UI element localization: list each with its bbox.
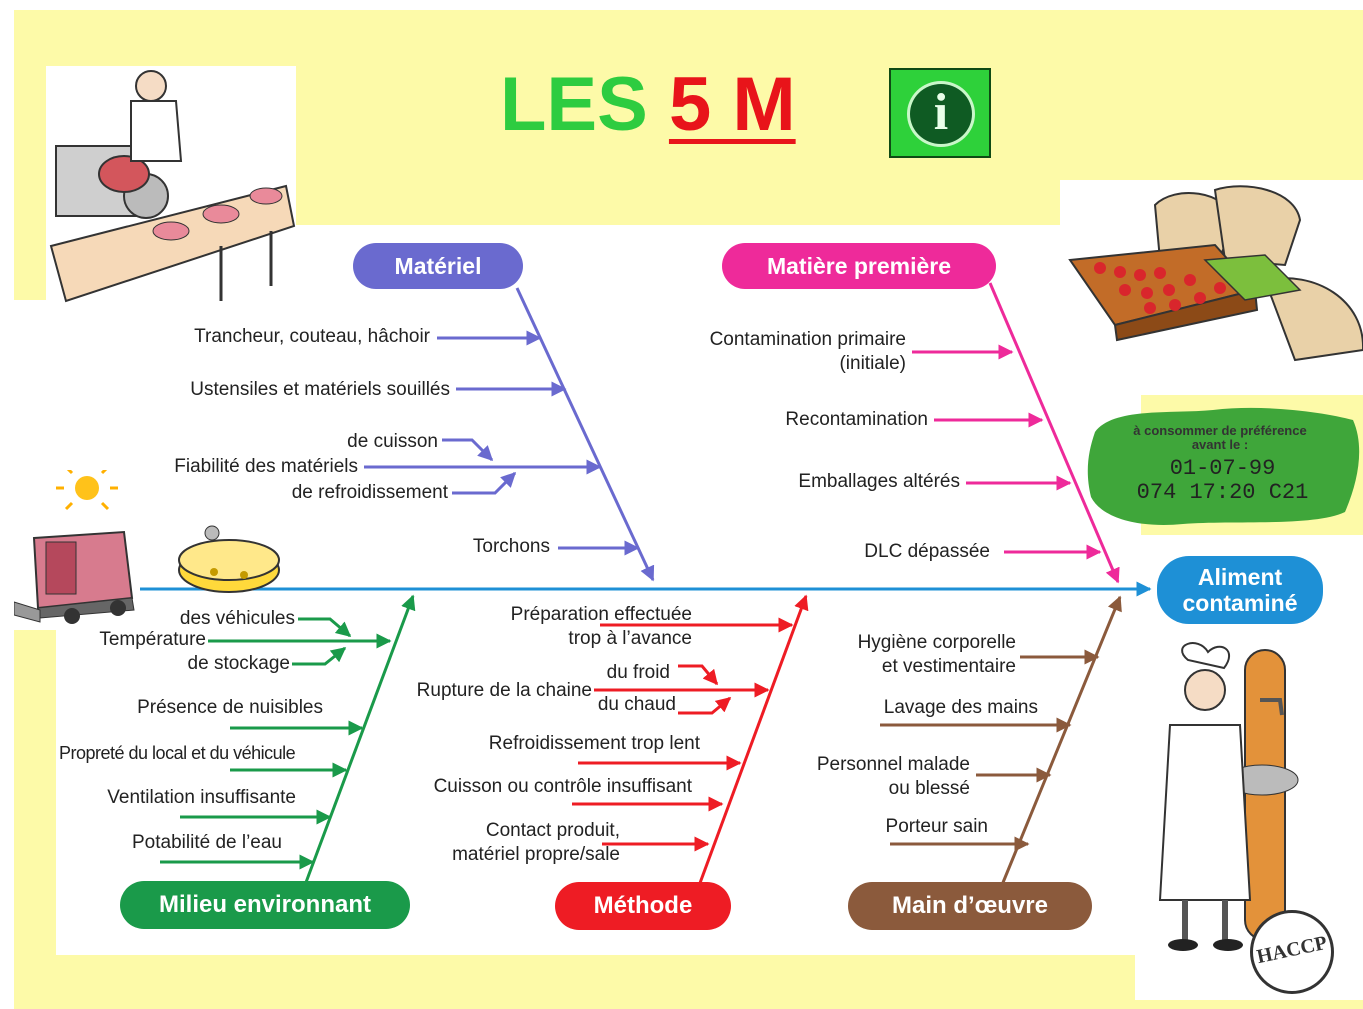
cause-cuisson-insuffisant: Cuisson ou contrôle insuffisant — [433, 776, 692, 797]
tag-line-3: 01-07-99 — [1169, 456, 1276, 481]
cause-contact-2: matériel propre/sale — [452, 844, 620, 865]
effect-aliment-contamine: Aliment contaminé — [1157, 556, 1323, 624]
cause-contamination-primaire: Contamination primaire — [709, 329, 906, 350]
cause-de-cuisson: de cuisson — [347, 431, 438, 452]
cause-dlc-depassee: DLC dépassée — [864, 541, 990, 562]
cause-lavage-mains: Lavage des mains — [883, 697, 1038, 718]
tag-line-1: à consommer de préférence — [1133, 423, 1307, 438]
haccp-stamp-icon: HACCP — [1250, 910, 1334, 994]
cause-contamination-initiale: (initiale) — [839, 353, 906, 374]
branch-main — [880, 595, 1122, 886]
cause-de-refroidissement: de refroidissement — [291, 482, 448, 503]
cause-preparation-1: Préparation effectuée — [510, 604, 692, 625]
truck-sun-cheese-illustration — [14, 470, 280, 624]
category-milieu-environnant: Milieu environnant — [120, 881, 410, 929]
cause-preparation-2: trop à l’avance — [568, 628, 692, 649]
cause-hygiene-1: Hygiène corporelle — [857, 632, 1016, 653]
branch-materiel — [364, 287, 655, 582]
delivery-truck-icon — [14, 530, 135, 624]
cause-des-vehicules: des véhicules — [179, 608, 295, 629]
cause-rupture: Rupture de la chaine — [416, 680, 592, 701]
category-materiel: Matériel — [353, 243, 523, 289]
tag-line-4: 074 17:20 C21 — [1136, 480, 1309, 505]
cause-fiabilite: Fiabilité des matériels — [174, 456, 358, 477]
cause-nuisibles: Présence de nuisibles — [137, 697, 323, 718]
category-main-oeuvre: Main d’œuvre — [848, 882, 1092, 930]
effect-line-2: contaminé — [1182, 590, 1298, 616]
cause-ventilation: Ventilation insuffisante — [107, 787, 296, 808]
cause-hygiene-2: et vestimentaire — [881, 656, 1016, 677]
cheese-icon — [178, 525, 280, 593]
haccp-stamp-text: HACCP — [1254, 931, 1329, 969]
title-les: LES — [500, 62, 648, 147]
tag-line-2: avant le : — [1191, 437, 1249, 452]
cause-refroidissement-lent: Refroidissement trop lent — [488, 733, 700, 754]
cause-du-chaud: du chaud — [597, 694, 676, 715]
left-white-strip — [14, 300, 74, 475]
cause-potabilite: Potabilité de l’eau — [132, 832, 282, 853]
page-title: LES 5 M — [500, 62, 796, 148]
sun-icon — [56, 470, 118, 511]
cause-proprete: Propreté du local et du véhicule — [59, 743, 296, 763]
cause-contact-1: Contact produit, — [485, 820, 620, 841]
cause-du-froid: du froid — [606, 662, 670, 683]
cause-temperature: Température — [99, 629, 206, 650]
cause-torchons: Torchons — [472, 536, 550, 557]
title-5m: 5 M — [668, 62, 796, 147]
cause-de-stockage: de stockage — [187, 653, 290, 674]
category-matiere-premiere: Matière première — [722, 243, 996, 289]
butcher-slicer-illustration — [49, 70, 296, 303]
cause-ustensiles: Ustensiles et matériels souillés — [190, 379, 450, 400]
cause-trancheur: Trancheur, couteau, hâchoir — [194, 326, 430, 347]
cook-handwashing-illustration — [1158, 642, 1299, 951]
use-by-label-tag — [1087, 407, 1360, 525]
effect-line-1: Aliment — [1197, 564, 1283, 590]
branch-milieu — [160, 594, 416, 886]
cause-malade-2: ou blessé — [888, 778, 970, 799]
cause-recontamination: Recontamination — [785, 409, 928, 430]
cause-malade-1: Personnel malade — [816, 754, 970, 775]
cause-porteur-sain: Porteur sain — [885, 816, 988, 837]
info-icon: i — [907, 81, 975, 147]
produce-crate-illustration — [1068, 185, 1363, 362]
branch-matiere — [912, 282, 1120, 584]
branch-methode — [572, 594, 809, 884]
info-button[interactable]: i — [889, 68, 991, 158]
category-methode: Méthode — [555, 882, 731, 930]
cause-emballages-alteres: Emballages altérés — [798, 471, 960, 492]
